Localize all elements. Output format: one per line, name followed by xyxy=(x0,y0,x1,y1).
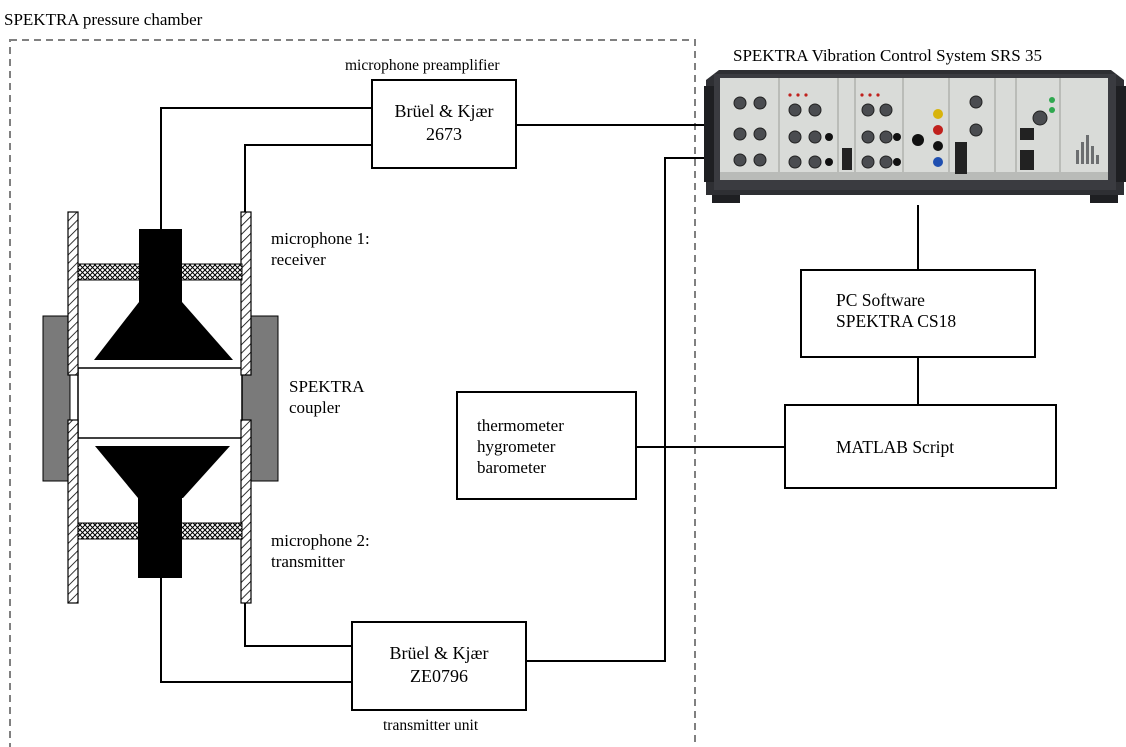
coupler-label: SPEKTRA coupler xyxy=(289,376,365,418)
coupler-cavity xyxy=(77,367,243,439)
wire-plate-to-preamp xyxy=(244,144,372,212)
microphone-2-label: microphone 2: transmitter xyxy=(271,530,370,572)
matlab-label: MATLAB Script xyxy=(836,437,955,457)
microphone-2-body xyxy=(138,496,182,578)
plate-left-upper xyxy=(67,211,79,376)
sensors-label-line1: thermometer xyxy=(477,416,564,435)
software-label: PC Software SPEKTRA CS18 xyxy=(836,290,956,332)
wire-transmitter-to-vcs xyxy=(526,157,708,662)
preamp-box xyxy=(371,79,517,169)
software-label-line1: PC Software xyxy=(836,290,925,310)
pressure-chamber-border xyxy=(9,39,696,747)
coupler-label-line2: coupler xyxy=(289,398,340,417)
plate-left-lower xyxy=(67,419,79,604)
plate-right-upper xyxy=(240,211,252,376)
transmitter-label-line1: Brüel & Kjær xyxy=(389,643,489,663)
vcs-title: SPEKTRA Vibration Control System SRS 35 xyxy=(733,46,1042,65)
matlab-box xyxy=(784,404,1057,489)
plate-right-lower xyxy=(240,419,252,604)
microphone-1-label-line2: receiver xyxy=(271,250,326,269)
sensors-label-line3: barometer xyxy=(477,458,546,477)
microphone-1-body xyxy=(139,229,182,303)
vibration-control-rack xyxy=(704,70,1126,203)
preamp-caption: microphone preamplifier xyxy=(345,57,500,74)
microphone-2-label-line1: microphone 2: xyxy=(271,531,370,550)
software-box xyxy=(800,269,1036,358)
preamp-label-line1: Brüel & Kjær xyxy=(394,101,494,121)
microphone-2-label-line2: transmitter xyxy=(271,552,345,571)
microphone-1-label-line1: microphone 1: xyxy=(271,229,370,248)
microphone-2-diaphragm xyxy=(95,446,230,498)
sensors-label-line2: hygrometer xyxy=(477,437,556,456)
wire-mic2-to-transmitter xyxy=(160,578,352,683)
transmitter-caption: transmitter unit xyxy=(383,717,479,734)
coupler-label-line1: SPEKTRA xyxy=(289,377,365,396)
transmitter-label-line2: ZE0796 xyxy=(410,666,468,686)
chamber-title: SPEKTRA pressure chamber xyxy=(4,10,203,29)
sensors-box xyxy=(456,391,637,500)
microphone-1-label: microphone 1: receiver xyxy=(271,228,370,270)
wire-mic1-to-preamp xyxy=(160,107,372,229)
preamp-label: Brüel & Kjær 2673 xyxy=(372,100,516,146)
transmitter-label: Brüel & Kjær ZE0796 xyxy=(352,642,526,688)
software-label-line2: SPEKTRA CS18 xyxy=(836,311,957,331)
preamp-label-line2: 2673 xyxy=(426,124,462,144)
microphone-1-diaphragm xyxy=(94,302,233,360)
coupler-left-block xyxy=(42,315,71,482)
sensors-label: thermometer hygrometer barometer xyxy=(477,415,564,478)
wiring xyxy=(160,107,919,683)
transmitter-box xyxy=(351,621,527,711)
wire-plate-to-transmitter xyxy=(244,603,352,647)
